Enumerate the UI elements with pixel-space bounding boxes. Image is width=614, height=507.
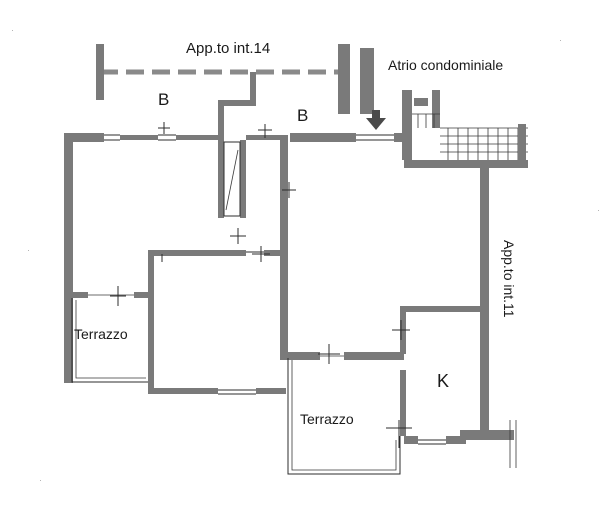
- window-marks: [104, 134, 446, 445]
- terrace-left-outline: [71, 294, 148, 383]
- neighbor-east-label: App.to int.11: [501, 240, 517, 318]
- neighbor-north-outline: [96, 44, 374, 114]
- bath-2-label: B: [297, 106, 308, 125]
- terrace-left-label: Terrazzo: [74, 326, 128, 342]
- bath-1-label: B: [158, 90, 169, 109]
- kitchen-label: K: [437, 371, 449, 391]
- terrace-center-outline: [287, 355, 401, 475]
- atrium-label: Atrio condominiale: [388, 57, 503, 73]
- interior-walls: [72, 140, 482, 436]
- entrance-arrow-icon: [366, 110, 386, 130]
- terrace-center-label: Terrazzo: [300, 411, 354, 427]
- scan-noise: [12, 30, 599, 481]
- neighbor-north-label: App.to int.14: [186, 40, 270, 57]
- exterior-walls: [64, 72, 514, 444]
- stairs: [402, 90, 528, 168]
- right-edge-marks: [509, 420, 517, 468]
- cross-markers: [110, 122, 412, 448]
